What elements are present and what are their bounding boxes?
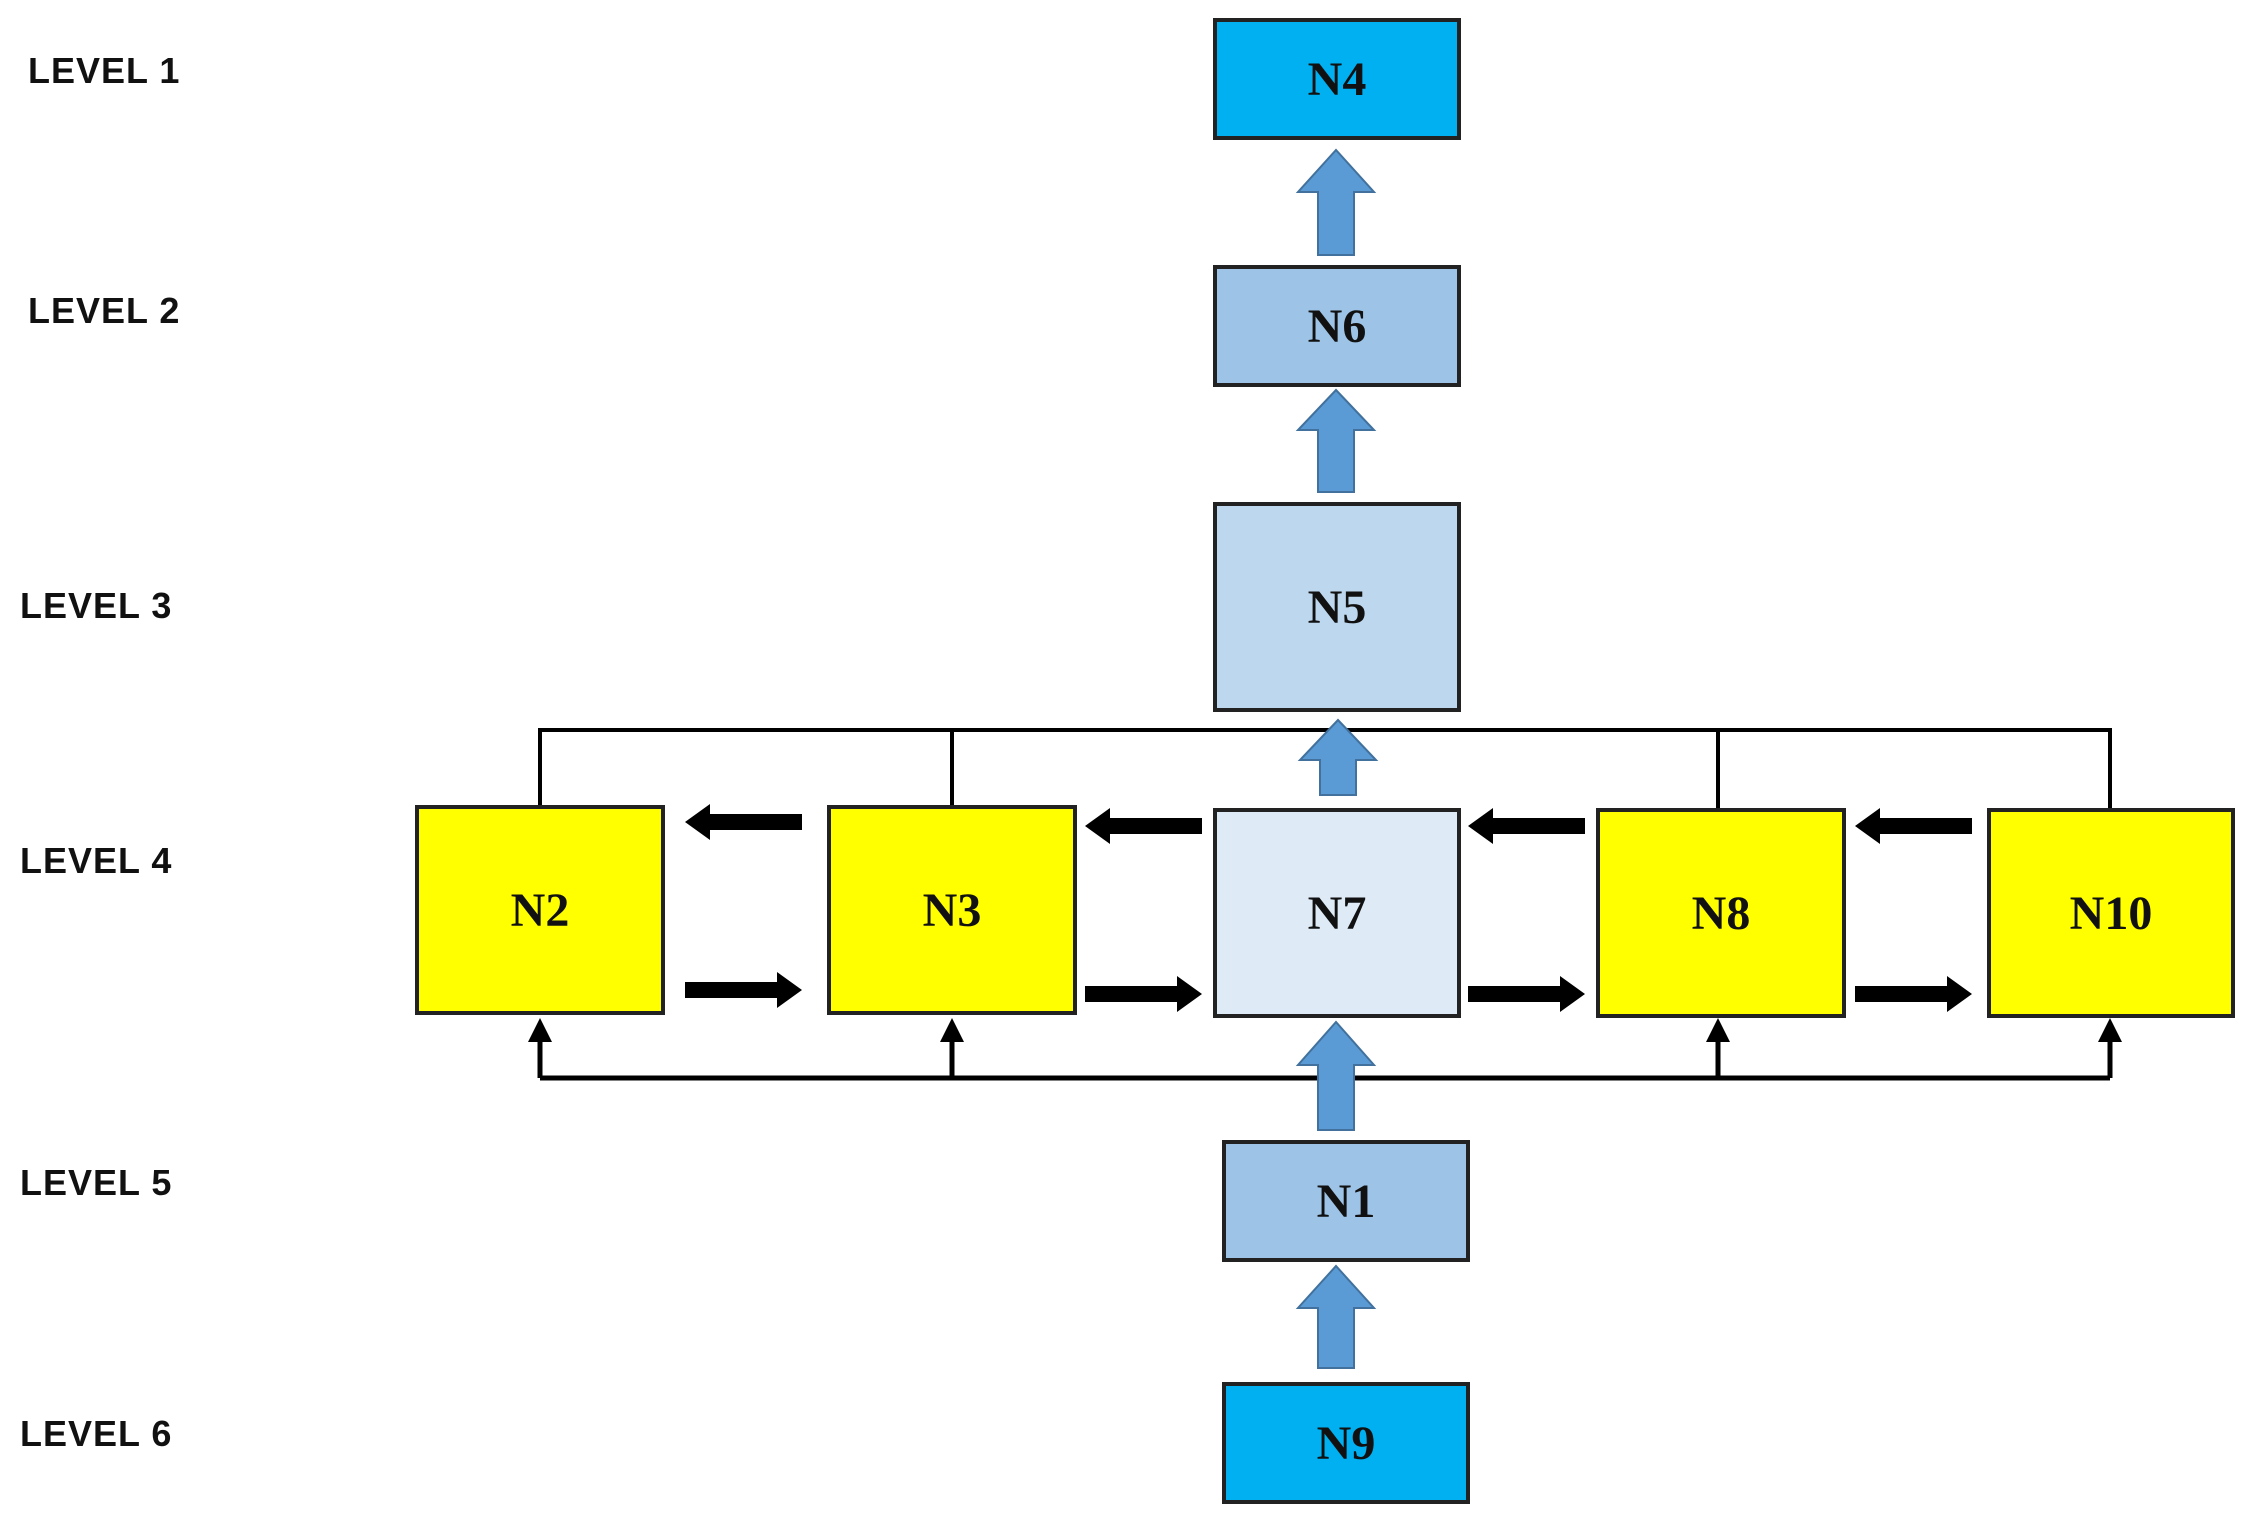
left-arrow-n3-to-n2: [685, 804, 802, 840]
node-n6: N6: [1213, 265, 1461, 387]
right-arrow-n8-to-n10: [1855, 976, 1972, 1012]
node-n4: N4: [1213, 18, 1461, 140]
right-arrow-n2-to-n3: [685, 972, 802, 1008]
node-n2: N2: [415, 805, 665, 1015]
block-arrow-n9-to-n1: [1295, 1264, 1377, 1369]
block-arrow-n1-to-n7: [1295, 1020, 1377, 1131]
node-n1: N1: [1222, 1140, 1470, 1262]
right-arrow-n7-to-n8: [1468, 976, 1585, 1012]
node-n8: N8: [1596, 808, 1846, 1018]
node-n9: N9: [1222, 1382, 1470, 1504]
level-1-label: LEVEL 1: [28, 50, 181, 91]
node-n7: N7: [1213, 808, 1461, 1018]
left-arrow-n8-to-n7: [1468, 808, 1585, 844]
top-bracket-lines: [538, 728, 2112, 810]
left-arrow-n10-to-n8: [1855, 808, 1972, 844]
up-arrow-n2: [528, 1018, 552, 1042]
level-5-label: LEVEL 5: [20, 1162, 173, 1203]
up-arrow-n8: [1706, 1018, 1730, 1042]
block-arrow-n6-to-n4: [1295, 148, 1377, 256]
node-n5: N5: [1213, 502, 1461, 712]
up-arrow-n3: [940, 1018, 964, 1042]
node-n3: N3: [827, 805, 1077, 1015]
node-n10: N10: [1987, 808, 2235, 1018]
up-arrow-n10: [2098, 1018, 2122, 1042]
level-6-label: LEVEL 6: [20, 1413, 173, 1454]
level-2-label: LEVEL 2: [28, 290, 181, 331]
left-arrow-n7-to-n3: [1085, 808, 1202, 844]
level-3-label: LEVEL 3: [20, 585, 173, 626]
block-arrow-n7-to-n5: [1297, 718, 1379, 796]
block-arrow-n5-to-n6: [1295, 388, 1377, 493]
level-4-label: LEVEL 4: [20, 840, 173, 881]
right-arrow-n3-to-n7: [1085, 976, 1202, 1012]
